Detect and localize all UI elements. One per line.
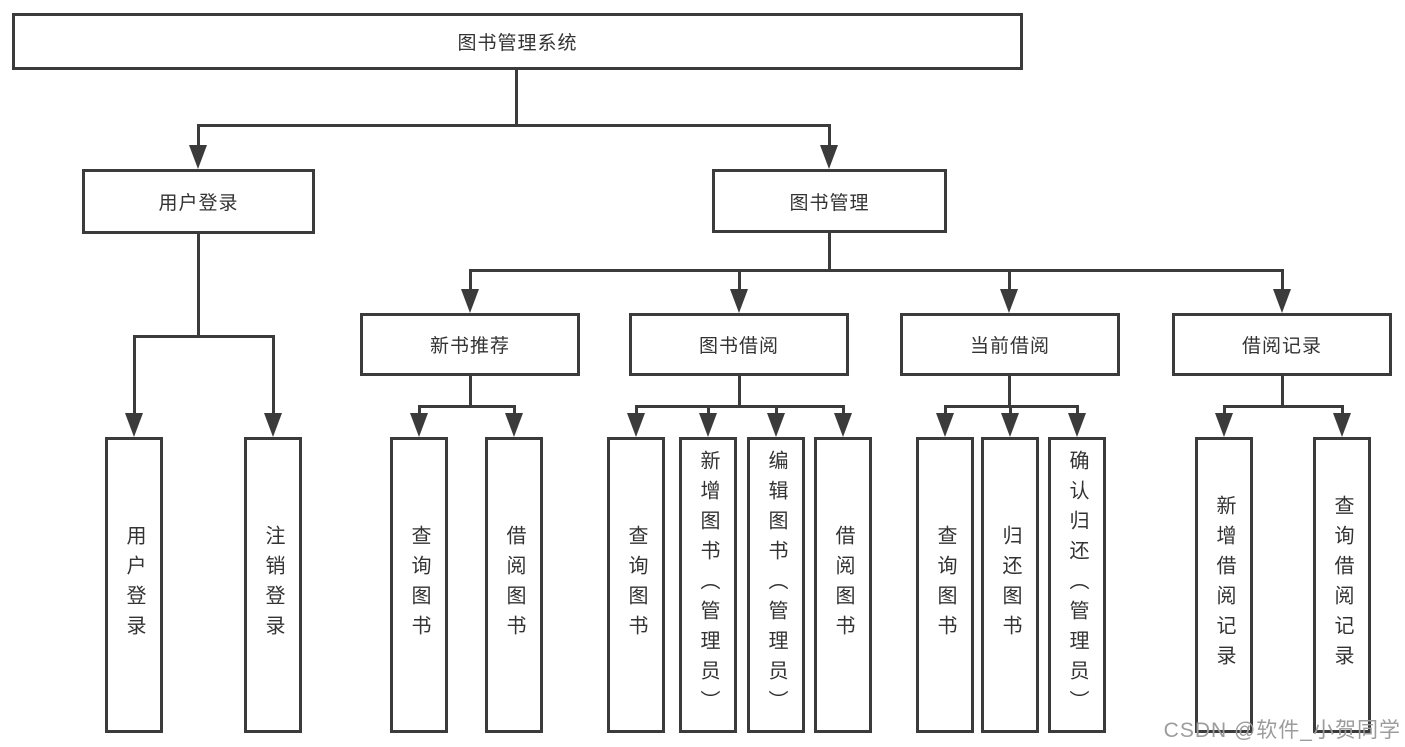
connector-vline	[635, 405, 638, 415]
arrow-down-icon	[1000, 289, 1018, 313]
leaf-confirm-return-admin: 确认归还（管理员）	[1048, 437, 1106, 733]
connector-hline	[133, 335, 274, 338]
connector-vline	[1223, 405, 1226, 415]
node-current-borrowing: 当前借阅	[900, 313, 1120, 376]
connector-vline	[272, 335, 275, 417]
connector-vline	[513, 405, 516, 415]
arrow-down-icon	[1273, 289, 1291, 313]
connector-vline	[418, 405, 421, 415]
connector-hline	[418, 405, 515, 408]
leaf-query-books: 查询图书	[916, 437, 974, 733]
node-label: 当前借阅	[969, 336, 1050, 357]
node-label: 查询借阅记录	[1331, 495, 1353, 675]
node-library-management-system: 图书管理系统	[12, 13, 1023, 70]
node-label: 图书借阅	[698, 336, 779, 357]
connector-vline	[1281, 376, 1284, 408]
leaf-edit-book-admin: 编辑图书（管理员）	[747, 437, 805, 733]
connector-hline	[197, 124, 831, 127]
node-label: 查询图书	[625, 525, 647, 645]
connector-vline	[842, 405, 845, 415]
connector-vline	[469, 269, 472, 293]
node-label: 查询图书	[934, 525, 956, 645]
arrow-down-icon	[936, 413, 954, 437]
arrow-down-icon	[834, 413, 852, 437]
node-label: 新增借阅记录	[1213, 495, 1235, 675]
node-label: 图书管理系统	[457, 33, 578, 54]
connector-hline	[469, 269, 1283, 272]
leaf-borrow-books: 借阅图书	[485, 437, 543, 733]
arrow-down-icon	[1001, 413, 1019, 437]
node-label: 借阅图书	[832, 525, 854, 645]
arrow-down-icon	[627, 413, 645, 437]
arrow-down-icon	[1215, 413, 1233, 437]
node-book-management: 图书管理	[712, 169, 947, 233]
node-label: 借阅记录	[1241, 336, 1322, 357]
connector-vline	[1341, 405, 1344, 415]
watermark-text: CSDN @软件_小贺同学	[1163, 719, 1401, 742]
leaf-query-books: 查询图书	[390, 437, 448, 733]
leaf-add-borrowing-record: 新增借阅记录	[1195, 437, 1253, 733]
arrow-down-icon	[264, 413, 282, 437]
connector-vline	[1008, 376, 1011, 408]
node-label: 查询图书	[408, 525, 430, 645]
connector-vline	[738, 269, 741, 293]
connector-vline	[515, 70, 518, 125]
node-user-login: 用户登录	[82, 169, 315, 234]
connector-vline	[133, 335, 136, 417]
node-label: 新书推荐	[429, 336, 510, 357]
node-label: 用户登录	[158, 193, 239, 214]
leaf-borrow-books: 借阅图书	[814, 437, 872, 733]
connector-hline	[1223, 405, 1343, 408]
arrow-down-icon	[461, 289, 479, 313]
arrow-down-icon	[1068, 413, 1086, 437]
leaf-user-login: 用户登录	[105, 437, 163, 733]
node-borrowing-records: 借阅记录	[1172, 313, 1392, 376]
arrow-down-icon	[505, 413, 523, 437]
node-book-borrowing: 图书借阅	[629, 313, 849, 376]
leaf-return-books: 归还图书	[981, 437, 1039, 733]
connector-vline	[1008, 269, 1011, 293]
node-label: 借阅图书	[503, 525, 525, 645]
arrow-down-icon	[699, 413, 717, 437]
node-label: 注销登录	[262, 525, 284, 645]
connector-vline	[828, 124, 831, 150]
arrow-down-icon	[820, 145, 838, 169]
node-label: 归还图书	[999, 525, 1021, 645]
leaf-query-books: 查询图书	[607, 437, 665, 733]
connector-vline	[197, 234, 200, 338]
connector-vline	[469, 376, 472, 408]
node-label: 编辑图书（管理员）	[765, 450, 787, 720]
arrow-down-icon	[125, 413, 143, 437]
leaf-add-book-admin: 新增图书（管理员）	[679, 437, 737, 733]
arrow-down-icon	[410, 413, 428, 437]
node-label: 确认归还（管理员）	[1066, 450, 1088, 720]
connector-vline	[707, 405, 710, 415]
node-label: 用户登录	[123, 525, 145, 645]
connector-vline	[738, 376, 741, 408]
node-label: 图书管理	[789, 192, 870, 214]
node-new-book-recommendation: 新书推荐	[360, 313, 580, 376]
arrow-down-icon	[767, 413, 785, 437]
leaf-query-borrowing-record: 查询借阅记录	[1313, 437, 1371, 733]
connector-vline	[1009, 405, 1012, 415]
arrow-down-icon	[1333, 413, 1351, 437]
connector-hline	[635, 405, 844, 408]
connector-vline	[1281, 269, 1284, 293]
arrow-down-icon	[730, 289, 748, 313]
connector-vline	[775, 405, 778, 415]
arrow-down-icon	[189, 145, 207, 169]
connector-vline	[944, 405, 947, 415]
connector-vline	[197, 124, 200, 150]
connector-vline	[1076, 405, 1079, 415]
leaf-logout-login: 注销登录	[244, 437, 302, 733]
connector-vline	[828, 233, 831, 272]
node-label: 新增图书（管理员）	[697, 450, 719, 720]
